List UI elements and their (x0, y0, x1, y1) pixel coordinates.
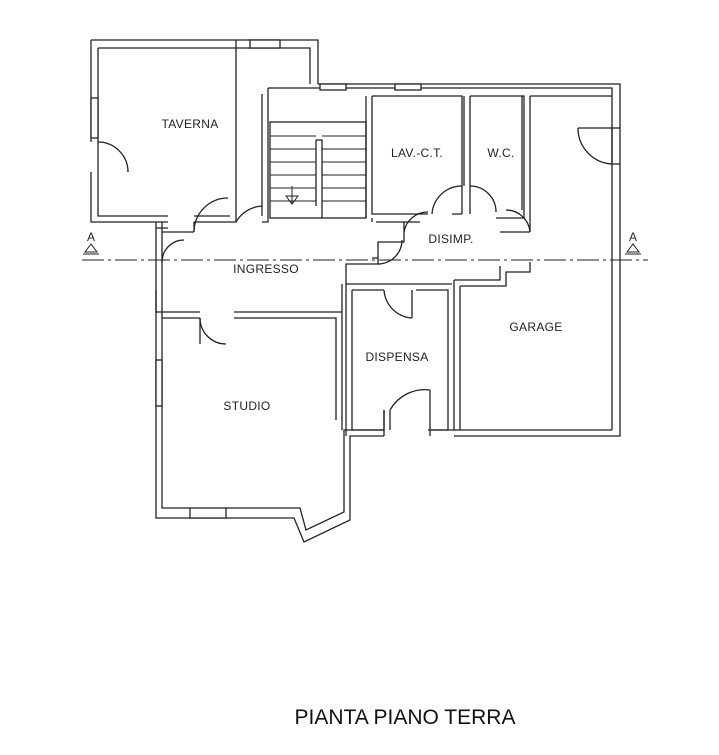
wall-east-wing (268, 83, 621, 437)
wall-lav-ct (365, 95, 465, 218)
wall-garage (453, 95, 612, 431)
door-taverna-left (89, 141, 129, 173)
room-label-lav-ct: LAV.-C.T. (391, 146, 443, 160)
wall-taverna (90, 39, 319, 223)
section-label-left: A (87, 230, 95, 244)
room-label-garage: GARAGE (509, 320, 562, 334)
wall-ingresso (155, 222, 384, 543)
door-ingresso (161, 197, 263, 345)
section-label-right: A (629, 230, 637, 244)
room-label-disimp: DISIMP. (428, 232, 473, 246)
wall-disimp (345, 218, 530, 285)
room-label-wc: W.C. (487, 146, 514, 160)
door-dispensa (383, 289, 431, 430)
section-marker-left-icon (83, 243, 99, 255)
door-disimp (377, 209, 531, 265)
room-label-dispensa: DISPENSA (365, 350, 428, 364)
room-label-studio: STUDIO (223, 399, 270, 413)
drawing-title: PIANTA PIANO TERRA (295, 706, 516, 729)
door-wc (469, 185, 497, 214)
wall-wc (469, 95, 525, 219)
room-label-ingresso: INGRESSO (233, 262, 299, 276)
section-marker-right-icon (625, 243, 641, 255)
door-garage (577, 127, 621, 165)
wall-dispensa (345, 284, 454, 436)
stairs (269, 121, 367, 219)
door-lav-ct (431, 185, 463, 215)
room-label-taverna: TAVERNA (162, 117, 219, 131)
